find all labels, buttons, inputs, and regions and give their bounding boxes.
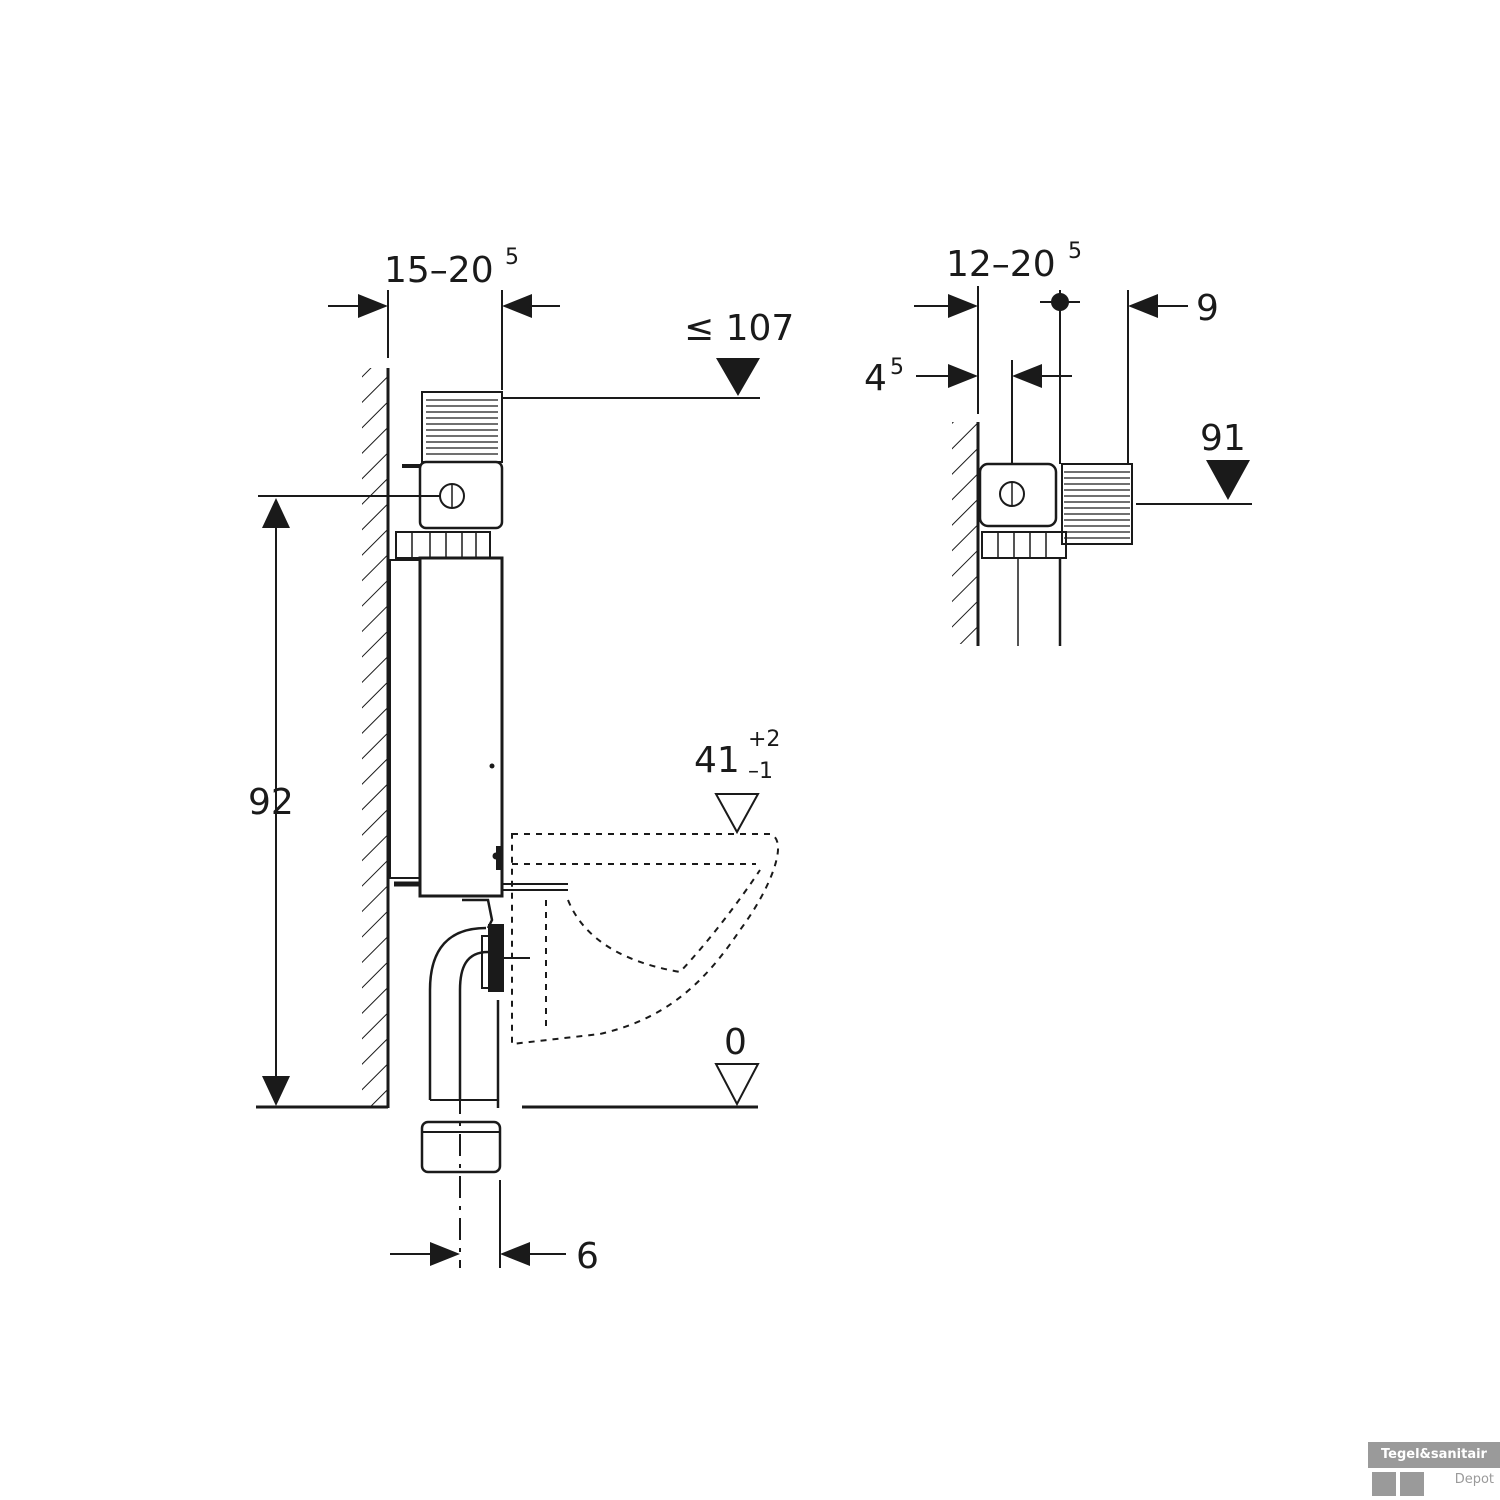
drop-icon xyxy=(1372,1472,1396,1496)
dim-height-top: ≤ 107 xyxy=(502,308,794,399)
dim-height-bowl-sup: +2 xyxy=(748,727,780,752)
dim-depth-main: 15–20 5 xyxy=(328,245,560,390)
dim-detail-right: 9 xyxy=(1127,288,1219,464)
watermark-sub: Depot xyxy=(1454,1472,1494,1487)
dim-floor-level-label: 0 xyxy=(724,1022,747,1063)
detail-housing xyxy=(978,462,1133,646)
dim-depth-main-sup: 5 xyxy=(505,245,519,270)
dim-drain-offset: 6 xyxy=(390,1180,599,1277)
dim-height-main-label: 92 xyxy=(248,782,294,823)
dim-depth-detail: 12–20 5 xyxy=(914,239,1082,464)
wall-main xyxy=(362,368,390,1108)
dim-offset-detail: 4 5 xyxy=(864,355,1072,464)
dim-offset-detail-sup: 5 xyxy=(890,355,904,380)
dim-height-top-label: ≤ 107 xyxy=(684,308,794,349)
wc-bowl-outline xyxy=(511,833,779,1046)
watermark-logo: Tegel&sanitair Depot xyxy=(1368,1442,1500,1500)
dim-height-main: 92 xyxy=(248,495,440,1106)
dim-drain-offset-label: 6 xyxy=(576,1236,599,1277)
drain-pipe xyxy=(420,898,530,1268)
dim-height-bowl-label: 41 xyxy=(694,740,740,781)
main-view: 15–20 5 ≤ 107 92 41 +2 –1 0 xyxy=(248,245,794,1277)
watermark-brand: Tegel&sanitair xyxy=(1368,1442,1500,1468)
wall-detail xyxy=(952,422,980,646)
dim-height-detail: 91 xyxy=(1136,418,1252,505)
dim-height-bowl-sub: –1 xyxy=(748,759,773,784)
cistern-frame xyxy=(389,391,568,898)
dim-offset-detail-label: 4 xyxy=(864,358,887,399)
dim-height-detail-label: 91 xyxy=(1200,418,1246,459)
dim-floor-level: 0 xyxy=(714,1022,760,1107)
detail-view: 12–20 5 4 5 9 91 xyxy=(864,239,1252,646)
tile-icon xyxy=(1400,1472,1424,1496)
dim-height-bowl: 41 +2 –1 xyxy=(694,727,780,835)
dim-depth-detail-label: 12–20 xyxy=(946,244,1056,285)
dim-depth-detail-sup: 5 xyxy=(1068,239,1082,264)
dim-depth-main-label: 15–20 xyxy=(384,250,494,291)
dim-detail-right-label: 9 xyxy=(1196,288,1219,329)
